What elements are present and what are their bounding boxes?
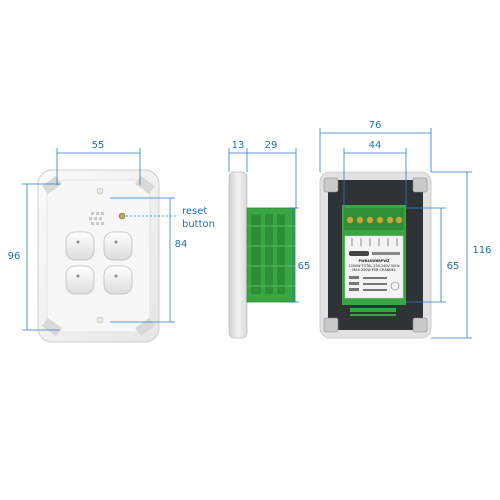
front-height-inner-label: 84 [175,239,188,250]
plate-inner [46,179,151,333]
screw-icon [96,316,104,324]
corner-clip-icon [135,318,155,336]
back-height-inner-label: 65 [447,261,460,272]
front-width-label: 55 [92,140,105,151]
product-code: PWR4SW6RPWZ [358,259,390,263]
back-width-outer-label: 76 [369,120,382,131]
front-height-outer-dimension: 96 [8,183,60,331]
front-height-inner-dimension: 84 [110,197,188,323]
side-plate [228,171,248,339]
spec-line-2: MAX 250W PER CHANNEL [352,268,396,272]
side-view: 13 29 65 [228,140,311,339]
brand-logo-icon [89,212,104,225]
reset-label-line1: reset [182,206,207,217]
reset-label-line2: button [182,219,215,230]
side-plate-depth-label: 13 [232,140,245,151]
side-height-dimension: 65 [287,207,311,303]
indicator-dot-icon [76,274,80,278]
brand-wordmark-icon [372,252,400,255]
corner-clip-icon [42,318,62,336]
back-view: PWR4SW6RPWZ 1000W TOTAL 230-240V 50Hz MA… [319,120,492,339]
reset-button[interactable] [118,212,126,220]
side-depth-dimension: 13 29 [228,140,297,208]
indicator-dot-icon [114,274,118,278]
back-width-inner-dimension: 44 [343,140,407,208]
back-width-inner-label: 44 [369,140,382,151]
product-label [344,235,404,299]
back-height-outer-label: 116 [472,245,491,256]
side-terminal-block [251,214,285,294]
back-height-inner-dimension: 65 [406,207,460,303]
side-module-ribs [247,225,295,287]
brand-badge-icon [349,251,369,256]
side-module-height-label: 65 [298,261,311,272]
side-module-depth-label: 29 [265,140,278,151]
wiring-diagram-icon [351,238,398,246]
terminal-screws [344,208,404,230]
screw-icon [96,187,104,195]
back-height-outer-dimension: 116 [431,171,492,339]
indicator-dot-icon [76,240,80,244]
back-vents [350,308,396,316]
front-height-outer-label: 96 [8,251,21,262]
switch-button-bottom-right[interactable] [103,265,133,295]
switch-button-top-right[interactable] [103,231,133,261]
back-width-outer-dimension: 76 [319,120,432,172]
front-view: 55 96 84 reset button [8,140,215,343]
indicator-dot-icon [114,240,118,244]
certification-marks-icon [349,276,400,291]
front-width-dimension: 55 [56,140,141,185]
back-mount-screws [323,177,428,333]
switch-button-top-left[interactable] [65,231,95,261]
switch-button-bottom-left[interactable] [65,265,95,295]
spec-line-1: 1000W TOTAL 230-240V 50Hz [348,264,399,268]
